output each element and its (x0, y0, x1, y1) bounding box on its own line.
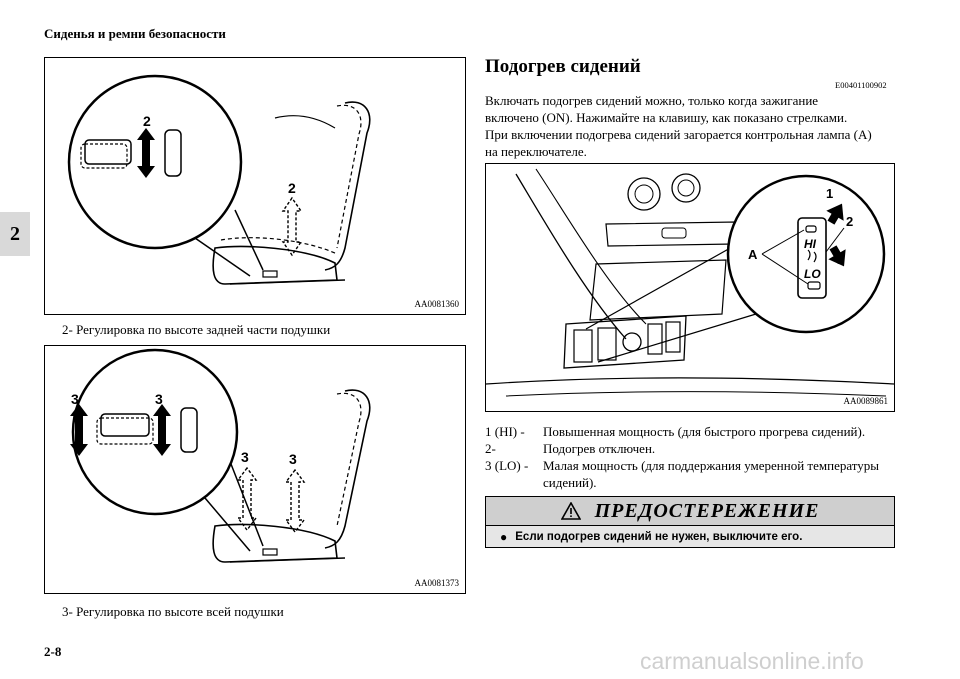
bullet-icon: ● (500, 529, 508, 544)
paragraph-line: на переключателе. (485, 144, 587, 159)
warning-title: ПРЕДОСТЕРЕЖЕНИЕ (594, 499, 820, 522)
chapter-tab: 2 (0, 212, 30, 256)
mode-list: 1 (HI) - Повышенная мощность (для быстро… (485, 423, 905, 491)
arrow-label: 3 (289, 451, 297, 467)
page-number: 2-8 (44, 644, 62, 659)
mode-desc: Повышенная мощность (для быстрого прогре… (543, 424, 866, 439)
mode-term: 2- (485, 441, 496, 456)
mode-desc: Подогрев отключен. (543, 441, 656, 456)
paragraph-line: включено (ON). Нажимайте на клавишу, как… (485, 110, 848, 125)
section-paragraph: Включать подогрев сидений можно, только … (485, 92, 895, 160)
seat-rear-height-illustration: 2 2 (67, 74, 371, 285)
warning-body: ● Если подогрев сидений не нужен, выключ… (486, 526, 894, 547)
figure-caption: 3- Регулировка по высоте всей подушки (62, 604, 284, 619)
running-header: Сиденья и ремни безопасности (44, 26, 226, 41)
callout-3: 3 (836, 252, 843, 267)
callout-a: A (748, 247, 758, 262)
list-item: 1 (HI) - Повышенная мощность (для быстро… (485, 423, 905, 440)
watermark: carmanualsonline.info (640, 648, 864, 674)
mode-term: 1 (HI) - (485, 424, 525, 439)
mode-term: 3 (LO) - (485, 458, 529, 473)
section-title: Подогрев сидений (485, 56, 641, 77)
arrow-label: 2 (143, 113, 151, 129)
switch-label-lo: LO (804, 267, 821, 281)
arrow-label: 3 (71, 391, 79, 407)
figure-code: AA0081373 (414, 578, 460, 588)
callout-1: 1 (826, 186, 833, 201)
warning-triangle-icon (560, 502, 581, 520)
figure-seat-rear-height: 2 2 AA0081360 (44, 57, 466, 315)
mode-desc: Малая мощность (для поддержания умеренно… (543, 458, 880, 490)
warning-text: Если подогрев сидений не нужен, выключит… (515, 530, 803, 543)
seat-full-height-illustration: 3 3 3 3 (70, 348, 371, 563)
figure-heater-switch: HI LO 1 2 3 A AA0089861 (485, 163, 895, 412)
figure-code: AA0089861 (843, 396, 889, 406)
warning-box: ПРЕДОСТЕРЕЖЕНИЕ ● Если подогрев сидений … (485, 496, 895, 548)
arrow-label: 3 (155, 391, 163, 407)
paragraph-line: При включении подогрева сидений загорает… (485, 127, 872, 142)
switch-label-hi: HI (804, 237, 817, 251)
callout-2: 2 (846, 214, 853, 229)
heater-switch-illustration: HI LO 1 2 3 A (486, 168, 894, 397)
figure-code: AA0081360 (414, 299, 460, 309)
list-item: 3 (LO) - Малая мощность (для поддержания… (485, 457, 905, 491)
section-code: E00401100902 (835, 80, 887, 90)
paragraph-line: Включать подогрев сидений можно, только … (485, 93, 819, 108)
figure-seat-full-height: 3 3 3 3 AA0081373 (44, 345, 466, 594)
warning-header: ПРЕДОСТЕРЕЖЕНИЕ (486, 497, 894, 526)
arrow-label: 3 (241, 449, 249, 465)
arrow-label: 2 (288, 180, 296, 196)
figure-caption: 2- Регулировка по высоте задней части по… (62, 322, 331, 337)
list-item: 2- Подогрев отключен. (485, 440, 905, 457)
